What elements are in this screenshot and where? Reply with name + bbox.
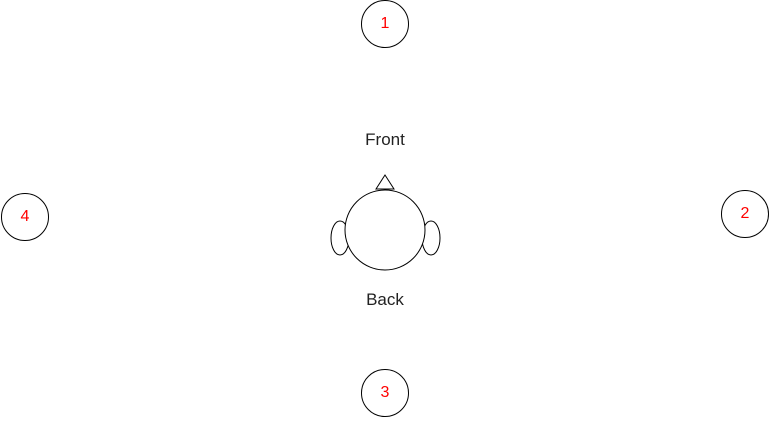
back-label: Back [366, 290, 404, 309]
position-marker-3: 3 [361, 369, 409, 417]
marker-number: 3 [380, 384, 390, 401]
front-label: Front [365, 130, 405, 149]
position-marker-2: 2 [721, 190, 769, 238]
marker-number: 4 [20, 208, 30, 225]
marker-number: 2 [740, 205, 750, 222]
head-circle [344, 189, 426, 271]
marker-number: 1 [380, 15, 390, 32]
position-marker-1: 1 [361, 0, 409, 48]
position-marker-4: 4 [1, 193, 49, 241]
nose-shape [375, 174, 395, 190]
